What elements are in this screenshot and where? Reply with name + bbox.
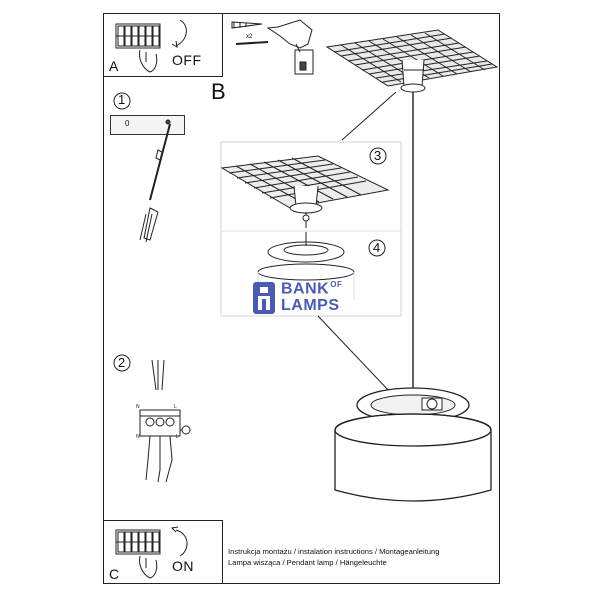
- wire-mark-n: N: [136, 404, 140, 410]
- step-number-4: 4: [373, 240, 381, 255]
- pendant-lamp: [334, 387, 492, 502]
- panel-a-state: OFF: [172, 52, 202, 68]
- panel-switch-on: C ON: [103, 520, 223, 584]
- watermark-line1: BANKOF: [281, 280, 343, 298]
- step-number-3: 3: [374, 148, 382, 163]
- watermark-line2: LAMPS: [281, 297, 340, 314]
- switch-arrow-icon-c: [170, 526, 188, 557]
- step-number-2: 2: [118, 355, 126, 370]
- wire-mark-l: L: [174, 404, 177, 410]
- wire-mark-l2: L: [176, 434, 179, 440]
- hand-icon: [139, 49, 158, 73]
- drill-count-label: x2: [246, 34, 253, 40]
- ceiling-canopy: [400, 59, 426, 93]
- terminal-block-icon: [115, 23, 161, 49]
- detail-rosette: [267, 232, 345, 263]
- drill-icon: [266, 19, 314, 75]
- hanging-cable-assembly: [139, 119, 171, 243]
- detail-canopy: [289, 185, 323, 228]
- step-circle-1: [113, 92, 131, 110]
- detail-shade-top: [257, 263, 355, 300]
- template-value: 0: [125, 119, 130, 128]
- step-circle-4: [368, 239, 386, 257]
- section-label-b: B: [211, 79, 226, 104]
- footer-caption: Instrukcja montażu / instalation instruc…: [228, 546, 439, 568]
- watermark-logo-icon: [253, 282, 275, 314]
- hand-icon-c: [139, 555, 158, 579]
- switch-arrow-icon: [171, 19, 187, 48]
- sheet-frame: [103, 13, 500, 584]
- wire-mark-n2: N: [136, 434, 140, 440]
- panel-c-letter: C: [109, 566, 120, 582]
- panel-c-state: ON: [172, 558, 194, 574]
- screw-plug-icon: [231, 21, 269, 45]
- step-circle-2: [113, 354, 131, 372]
- panel-a-letter: A: [109, 58, 119, 74]
- footer-line-1: Instrukcja montażu / instalation instruc…: [228, 547, 440, 556]
- wiring-diagram: [139, 359, 191, 483]
- step-circle-3: [369, 147, 387, 165]
- step-number-1: 1: [118, 92, 126, 107]
- watermark: BANKOF LAMPS: [247, 280, 357, 316]
- footer-line-2: Lampa wisząca / Pendant lamp / Hängeleuc…: [228, 558, 387, 567]
- mounting-template-box: 0: [110, 115, 185, 135]
- terminal-block-icon-c: [115, 529, 161, 555]
